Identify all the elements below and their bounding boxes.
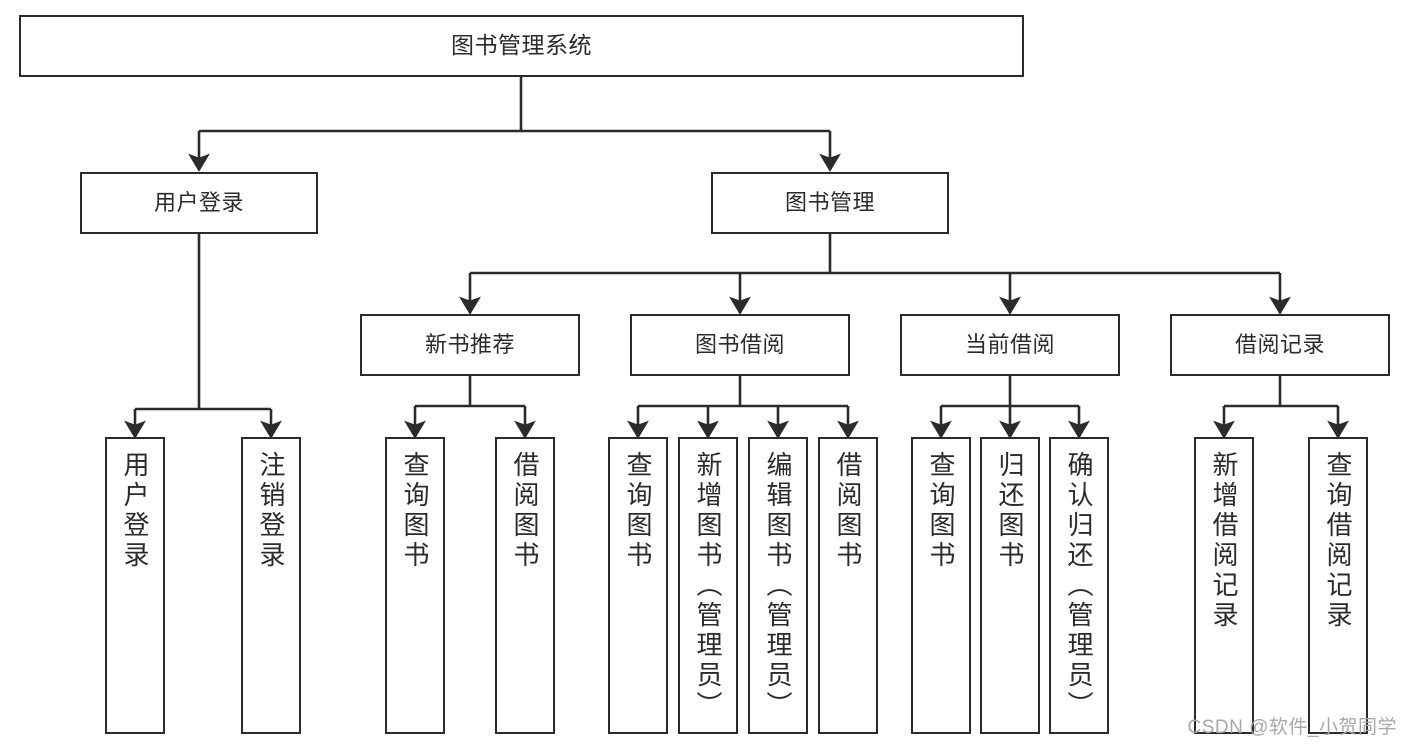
node-book-borrow[interactable]: 图书借阅 xyxy=(630,314,850,376)
leaf-add-book-admin[interactable]: 新增图书（管理员） xyxy=(678,437,738,734)
leaf-add-borrow-record[interactable]: 新增借阅记录 xyxy=(1194,437,1254,734)
leaf-borrow-query-book-label: 查询图书 xyxy=(623,451,653,571)
leaf-add-borrow-record-label: 新增借阅记录 xyxy=(1209,451,1239,631)
leaf-rec-query-book[interactable]: 查询图书 xyxy=(385,437,445,734)
node-book-borrow-label: 图书借阅 xyxy=(694,332,785,358)
leaf-borrow-book[interactable]: 借阅图书 xyxy=(818,437,878,734)
node-user-login[interactable]: 用户登录 xyxy=(80,172,318,234)
leaf-query-borrow-record-label: 查询借阅记录 xyxy=(1323,451,1353,631)
leaf-borrow-query-book[interactable]: 查询图书 xyxy=(608,437,668,734)
leaf-user-login-label: 用户登录 xyxy=(120,451,150,571)
leaf-confirm-return-admin-label: 确认归还（管理员） xyxy=(1064,451,1094,721)
leaf-rec-borrow-book[interactable]: 借阅图书 xyxy=(495,437,555,734)
node-new-book-rec-label: 新书推荐 xyxy=(424,332,515,358)
node-borrow-record-label: 借阅记录 xyxy=(1234,332,1325,358)
leaf-user-login[interactable]: 用户登录 xyxy=(105,437,165,734)
leaf-current-query-book[interactable]: 查询图书 xyxy=(911,437,971,734)
leaf-logout-label: 注销登录 xyxy=(256,451,286,571)
leaf-return-book[interactable]: 归还图书 xyxy=(980,437,1040,734)
leaf-rec-query-book-label: 查询图书 xyxy=(400,451,430,571)
leaf-add-book-admin-label: 新增图书（管理员） xyxy=(693,451,723,721)
node-user-login-label: 用户登录 xyxy=(153,190,244,216)
watermark: CSDN @软件_小贺同学 xyxy=(1187,717,1397,738)
leaf-edit-book-admin-label: 编辑图书（管理员） xyxy=(763,451,793,721)
leaf-return-book-label: 归还图书 xyxy=(995,451,1025,571)
leaf-rec-borrow-book-label: 借阅图书 xyxy=(510,451,540,571)
leaf-query-borrow-record[interactable]: 查询借阅记录 xyxy=(1308,437,1368,734)
node-root[interactable]: 图书管理系统 xyxy=(19,15,1024,77)
leaf-borrow-book-label: 借阅图书 xyxy=(833,451,863,571)
leaf-confirm-return-admin[interactable]: 确认归还（管理员） xyxy=(1049,437,1109,734)
node-current-borrow-label: 当前借阅 xyxy=(964,332,1055,358)
node-borrow-record[interactable]: 借阅记录 xyxy=(1170,314,1390,376)
node-new-book-rec[interactable]: 新书推荐 xyxy=(360,314,580,376)
node-book-manage[interactable]: 图书管理 xyxy=(711,172,949,234)
leaf-logout[interactable]: 注销登录 xyxy=(241,437,301,734)
node-root-label: 图书管理系统 xyxy=(451,32,592,59)
node-book-manage-label: 图书管理 xyxy=(784,190,875,216)
node-current-borrow[interactable]: 当前借阅 xyxy=(900,314,1120,376)
leaf-current-query-book-label: 查询图书 xyxy=(926,451,956,571)
leaf-edit-book-admin[interactable]: 编辑图书（管理员） xyxy=(748,437,808,734)
